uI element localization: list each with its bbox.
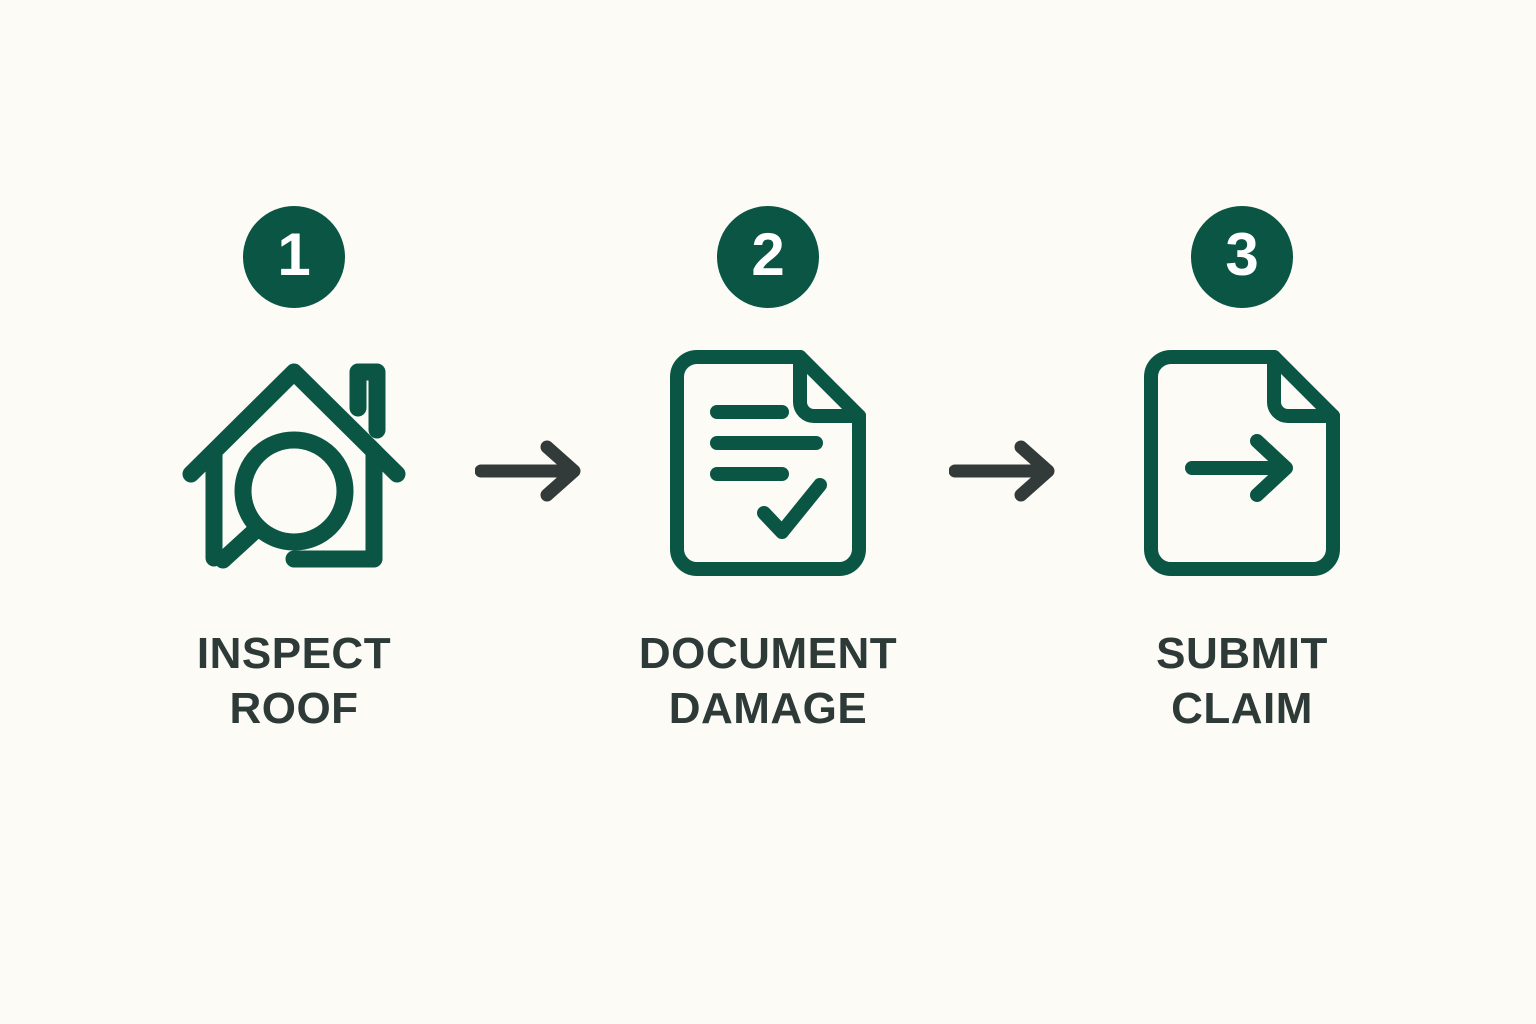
step-inspect-roof: 1 [136,0,452,736]
step-label-2-line2: DAMAGE [668,684,868,733]
step-label-1-line1: INSPECT [196,629,392,678]
document-checklist-icon [648,348,888,578]
step-label-1-line2: ROOF [229,684,359,733]
document-arrow-icon [1122,348,1362,578]
step-label-3: SUBMIT CLAIM [1156,626,1328,736]
step-label-2: DOCUMENT DAMAGE [639,626,897,736]
step-number-1: 1 [277,221,311,288]
step-number-badge-3: 3 [1191,206,1293,308]
arrow-right-icon [475,440,581,502]
house-magnifier-icon [174,348,414,578]
connector-1 [452,0,610,502]
step-number-2: 2 [751,221,785,288]
step-document-damage: 2 DOCUMENT DAMAGE [610,0,926,736]
step-number-badge-1: 1 [243,206,345,308]
step-label-3-line1: SUBMIT [1156,629,1328,678]
arrow-right-icon [949,440,1055,502]
step-number-badge-2: 2 [717,206,819,308]
step-number-3: 3 [1225,221,1259,288]
connector-2 [926,0,1084,502]
step-submit-claim: 3 SUBMIT CLAIM [1084,0,1400,736]
step-label-1: INSPECT ROOF [197,626,391,736]
step-label-3-line2: CLAIM [1171,684,1313,733]
step-label-2-line1: DOCUMENT [638,629,898,678]
